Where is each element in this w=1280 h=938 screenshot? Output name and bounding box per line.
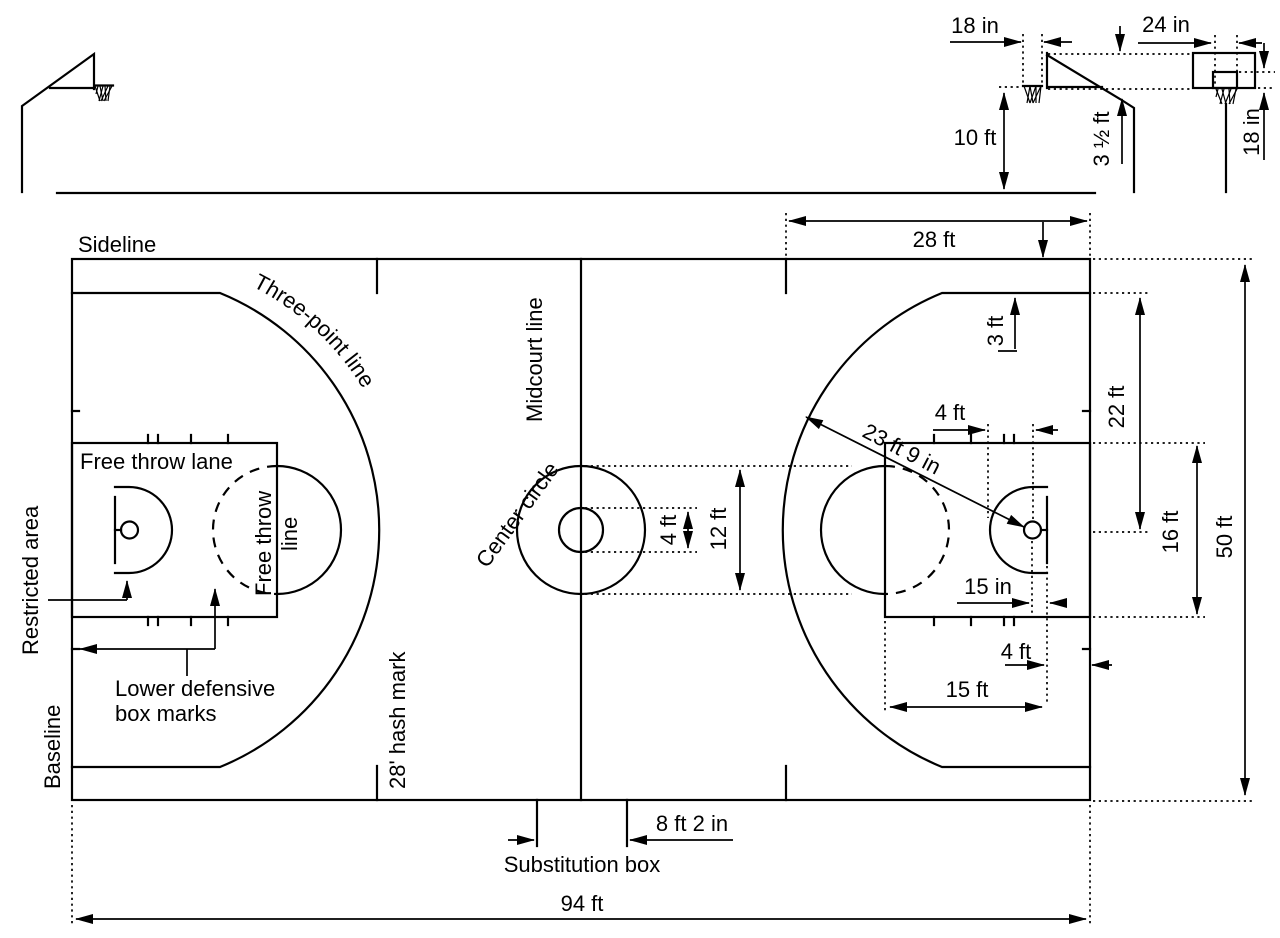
- three-point-line-left: [70, 291, 381, 769]
- dim-18in-rim: 18 in: [951, 13, 999, 38]
- label-substitution-box: Substitution box: [504, 852, 661, 877]
- dim-4ft-backboard: 4 ft: [1001, 639, 1032, 664]
- rim-bracket-detail: [1021, 51, 1136, 194]
- dim-50ft: 50 ft: [1212, 516, 1237, 559]
- label-baseline: Baseline: [40, 705, 65, 789]
- center-circle-outer: [515, 464, 647, 596]
- label-restricted-area: Restricted area: [18, 505, 43, 655]
- dimension-lines: [48, 26, 1275, 926]
- dim-18in-square: 18 in: [1239, 108, 1264, 156]
- backboard-front-detail: [1191, 51, 1257, 194]
- dim-8ft2in: 8 ft 2 in: [656, 811, 728, 836]
- dim-16ft: 16 ft: [1158, 511, 1183, 554]
- label-free-throw-line-2: line: [277, 517, 302, 551]
- rim-left: [119, 520, 140, 540]
- dim-94ft: 94 ft: [561, 891, 604, 916]
- baseline-hash-marks-left: [70, 409, 81, 651]
- dim-22ft: 22 ft: [1104, 386, 1129, 429]
- dim-4ft-restricted: 4 ft: [935, 400, 966, 425]
- free-throw-circle-solid-left: [275, 464, 343, 596]
- label-free-throw-lane: Free throw lane: [80, 449, 233, 474]
- label-sideline: Sideline: [78, 232, 156, 257]
- dim-12ft: 12 ft: [706, 508, 731, 551]
- dim-23ft9in: 23 ft 9 in: [859, 418, 945, 479]
- dim-24in: 24 in: [1142, 12, 1190, 37]
- label-free-throw-line-1: Free throw: [251, 491, 276, 596]
- label-center-circle: Center circle: [471, 457, 564, 572]
- baseline-hash-marks-right: [1081, 409, 1092, 651]
- net-icon: [94, 85, 113, 102]
- dim-3ft: 3 ft: [983, 316, 1008, 347]
- backboard-inner-square: [1211, 70, 1239, 90]
- left-half-court: [70, 257, 381, 802]
- dim-10ft: 10 ft: [954, 125, 997, 150]
- goal-side-view: [20, 51, 115, 194]
- dim-4ft-center: 4 ft: [656, 515, 681, 546]
- label-three-point-line: Three-point line: [250, 269, 380, 392]
- label-28ft-hash-mark: 28' hash mark: [385, 651, 410, 789]
- center-circle-inner: [557, 506, 605, 554]
- three-point-line-right: [781, 291, 1092, 769]
- lane-hash-marks-left: [146, 433, 230, 627]
- right-half-court: [781, 257, 1092, 802]
- free-throw-circle-dashed-left: [211, 464, 278, 596]
- dim-28ft: 28 ft: [913, 227, 956, 252]
- net-icon: [1023, 85, 1042, 104]
- backboard-outline: [1191, 51, 1257, 90]
- dim-3halfft: 3 ½ ft: [1089, 111, 1114, 166]
- free-throw-circle-dashed-right: [884, 464, 951, 596]
- rim-right: [1022, 520, 1043, 540]
- restricted-area-arc-right: [988, 485, 1049, 575]
- free-throw-circle-solid-right: [819, 464, 887, 596]
- label-midcourt-line: Midcourt line: [522, 297, 547, 422]
- restricted-area-arc-left: [113, 485, 174, 575]
- label-lower-defensive-1: Lower defensive: [115, 676, 275, 701]
- free-throw-lane-left: [70, 441, 279, 619]
- label-lower-defensive-2: box marks: [115, 701, 216, 726]
- dim-15ft: 15 ft: [946, 677, 989, 702]
- net-icon: [1215, 88, 1238, 105]
- substitution-box-marks: [535, 798, 629, 848]
- dim-15in: 15 in: [964, 574, 1012, 599]
